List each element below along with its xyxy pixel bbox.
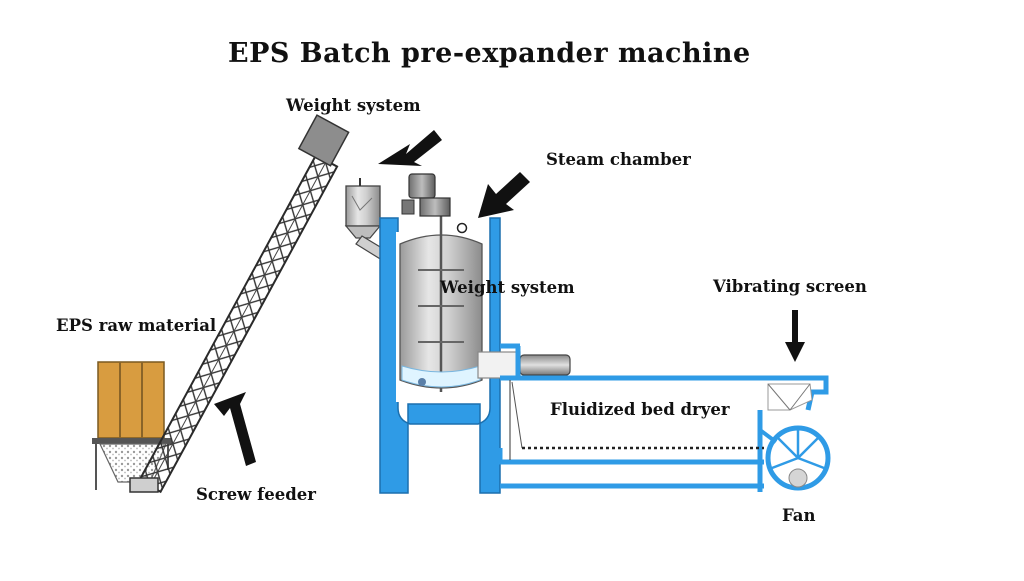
arrow-screw-feeder [214,392,256,466]
steam-tank [399,214,483,392]
label-weight-system-mid: Weight system [440,278,575,297]
dryer-bed [509,380,813,460]
label-fan: Fan [782,506,816,525]
label-fluidized-bed-dryer: Fluidized bed dryer [550,400,730,419]
expander-frame [379,217,501,494]
label-screw-feeder: Screw feeder [196,485,316,504]
arrow-vibrating-screen [785,310,805,362]
discharge-pipe [477,343,571,379]
label-weight-system-top: Weight system [286,96,421,115]
page-title: EPS Batch pre-expander machine [228,38,751,69]
arrow-weight-system [378,130,442,166]
label-steam-chamber: Steam chamber [546,150,691,169]
arrow-steam-chamber [478,172,530,218]
agitator-motor [401,173,468,234]
screw-feeder [129,114,350,494]
label-vibrating-screen: Vibrating screen [713,277,867,296]
label-raw-material: EPS raw material [56,316,217,335]
fan [758,425,831,491]
